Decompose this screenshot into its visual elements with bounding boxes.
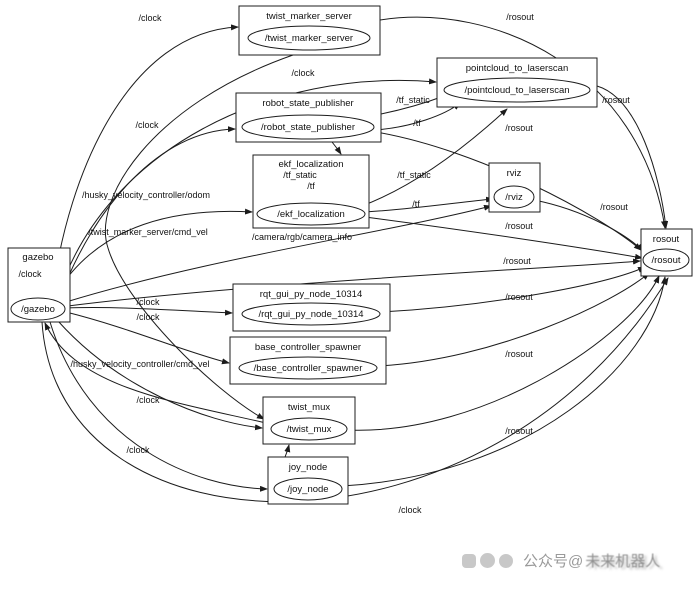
edge-ekf-pointcloud-tfstatic [361,108,508,207]
edge-joynode-twistmux [284,444,291,458]
node-rosout: rosout /rosout [640,228,693,277]
node-pointcloud-to-laserscan: pointcloud_to_laserscan /pointcloud_to_l… [436,57,598,108]
edge-gazebo-bcs-clock [65,311,230,365]
edge-label: /clock [136,312,160,322]
node-twist-mux: twist_mux /twist_mux [262,396,356,445]
edge-label: /clock [136,297,160,307]
node-ekf-localization: ekf_localization /tf_static /tf /ekf_loc… [252,154,370,229]
node-topic-label: /rviz [505,192,523,203]
edge-gazebo-rqt-clock [65,307,233,316]
edge-label: /tf [412,199,420,209]
node-title: base_controller_spawner [255,342,361,353]
node-title: gazebo [22,252,53,263]
edge-gazebo-ekf-odom [55,208,253,295]
edge-label: /rosout [505,221,533,231]
edge-label: /clock [398,505,422,515]
edge-label: /rosout [600,202,628,212]
node-topic-label: /twist_mux [287,424,332,435]
node-title: twist_mux [288,402,330,413]
node-topic-label: /pointcloud_to_laserscan [464,85,569,96]
edge-pointcloud-rosout [596,85,669,229]
edge-label: /camera/rgb/camera_info [252,232,352,242]
edge-label: /tf_static [396,95,430,105]
edge-gazebo-twistmux-clock [57,320,263,431]
node-title: ekf_localization [279,159,344,170]
ekf-tf-static-label: /tf_static [283,170,317,180]
edge-label: /rosout [505,349,533,359]
edge-label: /twist_marker_server/cmd_vel [88,227,208,237]
edge-label: /clock [291,68,315,78]
node-gazebo: gazebo /clock /gazebo [7,247,71,323]
edge-label: /clock [136,395,160,405]
watermark-prefix: 公众号@ [523,553,584,570]
edge-label: /clock [126,445,150,455]
edge-label: /rosout [506,12,534,22]
edge-rqt-rosout [380,266,646,313]
node-robot-state-publisher: robot_state_publisher /robot_state_publi… [235,92,382,143]
node-base-controller-spawner: base_controller_spawner /base_controller… [229,336,387,385]
edge-label: /clock [138,13,162,23]
edge-label: /rosout [503,256,531,266]
ekf-tf-label: /tf [307,181,315,191]
edge-label: /tf_static [397,170,431,180]
edge-rsp-ekf [331,141,342,155]
node-topic-label: /base_controller_spawner [254,363,363,374]
node-topic-label: /ekf_localization [277,209,345,220]
edge-gazebo-rosout [67,258,641,307]
node-topic-label: /joy_node [287,484,328,495]
node-title: rqt_gui_py_node_10314 [260,289,362,300]
edge-label: /rosout [505,123,533,133]
edge-label: /husky_velocity_controller/odom [82,190,210,200]
nodes-layer: twist_marker_server /twist_marker_server… [7,5,693,505]
edge-label: /husky_velocity_controller/cmd_vel [70,359,209,369]
node-rqt-gui-py-node: rqt_gui_py_node_10314 /rqt_gui_py_node_1… [232,283,391,332]
watermark: 公众号@ 未来机器人 [462,550,660,571]
edge-rviz-rosout [533,199,644,252]
watermark-app-icon [499,553,513,568]
edge-gazebo-pointcloud [57,78,437,297]
edge-label: /rosout [505,426,533,436]
node-title: joy_node [288,462,328,473]
node-topic-label: /twist_marker_server [265,33,353,44]
node-title: robot_state_publisher [262,98,353,109]
edge-label: /clock [135,120,159,130]
edge-ekf-rviz-tf [364,196,494,213]
edge-label: /tf [413,118,421,128]
gazebo-clock-label: /clock [18,269,42,279]
node-twist-marker-server: twist_marker_server /twist_marker_server [238,5,381,56]
node-topic-label: /robot_state_publisher [261,122,355,133]
edge-tms-twistmux-cmdvel [104,54,294,420]
edge-ekf-rosout [364,216,643,260]
node-topic-label: /rqt_gui_py_node_10314 [258,309,363,320]
watermark-icons [462,553,517,568]
node-title: rosout [653,234,680,245]
node-topic-label: /rosout [651,255,680,266]
edge-labels-layer: /clock /rosout /clock /tf_static /rosout… [70,12,630,515]
node-title: rviz [507,168,522,179]
edge-label: /rosout [602,95,630,105]
node-title: pointcloud_to_laserscan [466,63,568,74]
edge-twistmux-rosout [346,275,660,431]
watermark-app-icon [462,553,476,568]
edge-gazebo-twist-marker-server [51,24,239,299]
node-rviz: rviz /rviz [488,162,541,213]
edge-gazebo-joynode-clock [49,321,268,492]
node-topic-label: /gazebo [21,304,55,315]
edge-joynode-rosout [341,276,667,487]
edge-gazebo-rsp [59,126,236,298]
edge-label: /rosout [505,292,533,302]
node-joy-node: joy_node /joy_node [267,456,349,505]
edge-twistmux-gazebo-cmdvel [44,322,267,424]
edge-bcs-rosout [377,272,650,367]
edge-gazebo-rviz-camerainfo [65,204,492,303]
node-title: twist_marker_server [266,11,352,22]
watermark-name: 未来机器人 [585,553,661,570]
watermark-app-icon [480,553,495,568]
